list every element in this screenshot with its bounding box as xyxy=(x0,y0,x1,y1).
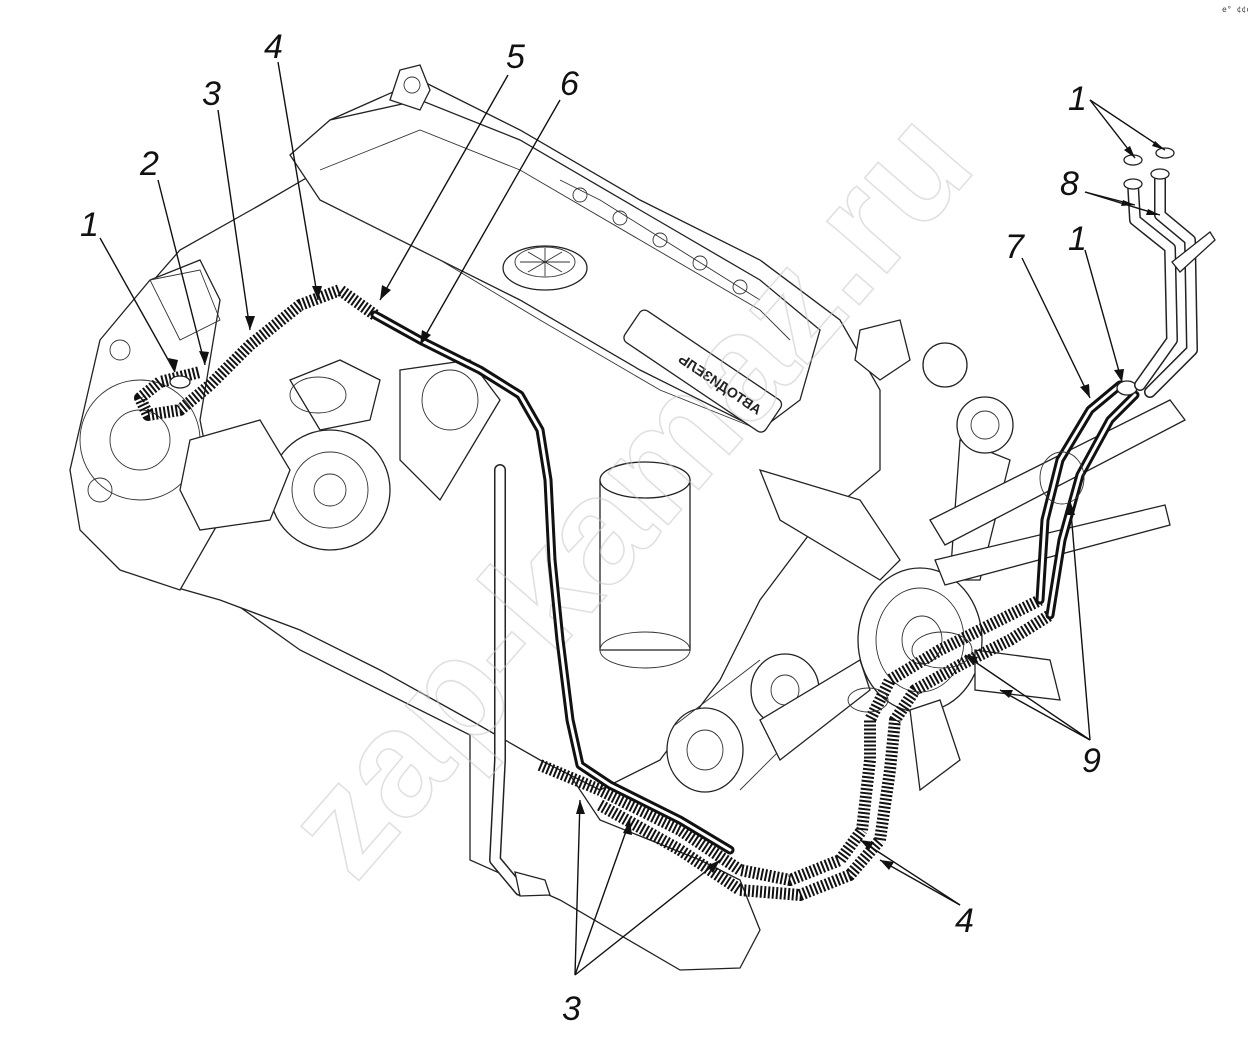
leader-lines xyxy=(99,61,1166,976)
bracket-rail-lower xyxy=(934,504,1171,586)
callout-5: 5 xyxy=(506,38,525,76)
callout-3-bottom: 3 xyxy=(562,990,581,1028)
clamp-9-c xyxy=(847,687,889,713)
flywheel-housing xyxy=(69,259,221,591)
corrugated-hose-lower-a xyxy=(537,759,867,886)
arrowheads xyxy=(168,141,1165,873)
callout-4-bottom: 4 xyxy=(955,902,974,940)
callout-6: 6 xyxy=(560,65,579,103)
oil-filter xyxy=(599,461,691,669)
callout-1-top-right: 1 xyxy=(1068,80,1087,118)
callout-3-top: 3 xyxy=(202,75,221,113)
tube-end-a xyxy=(1123,178,1143,190)
callout-4-top: 4 xyxy=(264,28,283,66)
fitting-1-left xyxy=(169,375,191,389)
corrugated-hose-lower-b xyxy=(597,799,885,901)
hose-routing xyxy=(134,284,1140,901)
steel-tubes-8 xyxy=(1123,147,1216,398)
fitting-1-right xyxy=(1116,380,1138,396)
corrugated-hose-riser-b xyxy=(874,609,1054,841)
tube-end-b xyxy=(1150,168,1170,180)
callout-7: 7 xyxy=(1005,228,1025,266)
engine-drawing: АВТОДИЗЕЛЬ xyxy=(69,64,1186,971)
callout-1-right: 1 xyxy=(1068,220,1087,258)
clamp-9-b xyxy=(911,631,973,669)
callout-9: 9 xyxy=(1082,742,1101,780)
callout-labels: 1 2 3 4 5 6 1 8 7 1 9 4 3 xyxy=(80,28,1101,1028)
corner-mark: e° ¢¢¢ xyxy=(1222,5,1248,14)
turbocharger xyxy=(269,359,391,551)
callout-8: 8 xyxy=(1060,165,1079,203)
callout-1-left: 1 xyxy=(80,206,99,244)
callout-2: 2 xyxy=(139,145,159,183)
corrugated-hose-left xyxy=(134,284,379,421)
clamp-9-a xyxy=(1039,451,1085,505)
cap-1-b xyxy=(1155,147,1175,159)
injector-row xyxy=(559,179,761,301)
corrugated-hose-riser-a xyxy=(856,594,1043,831)
